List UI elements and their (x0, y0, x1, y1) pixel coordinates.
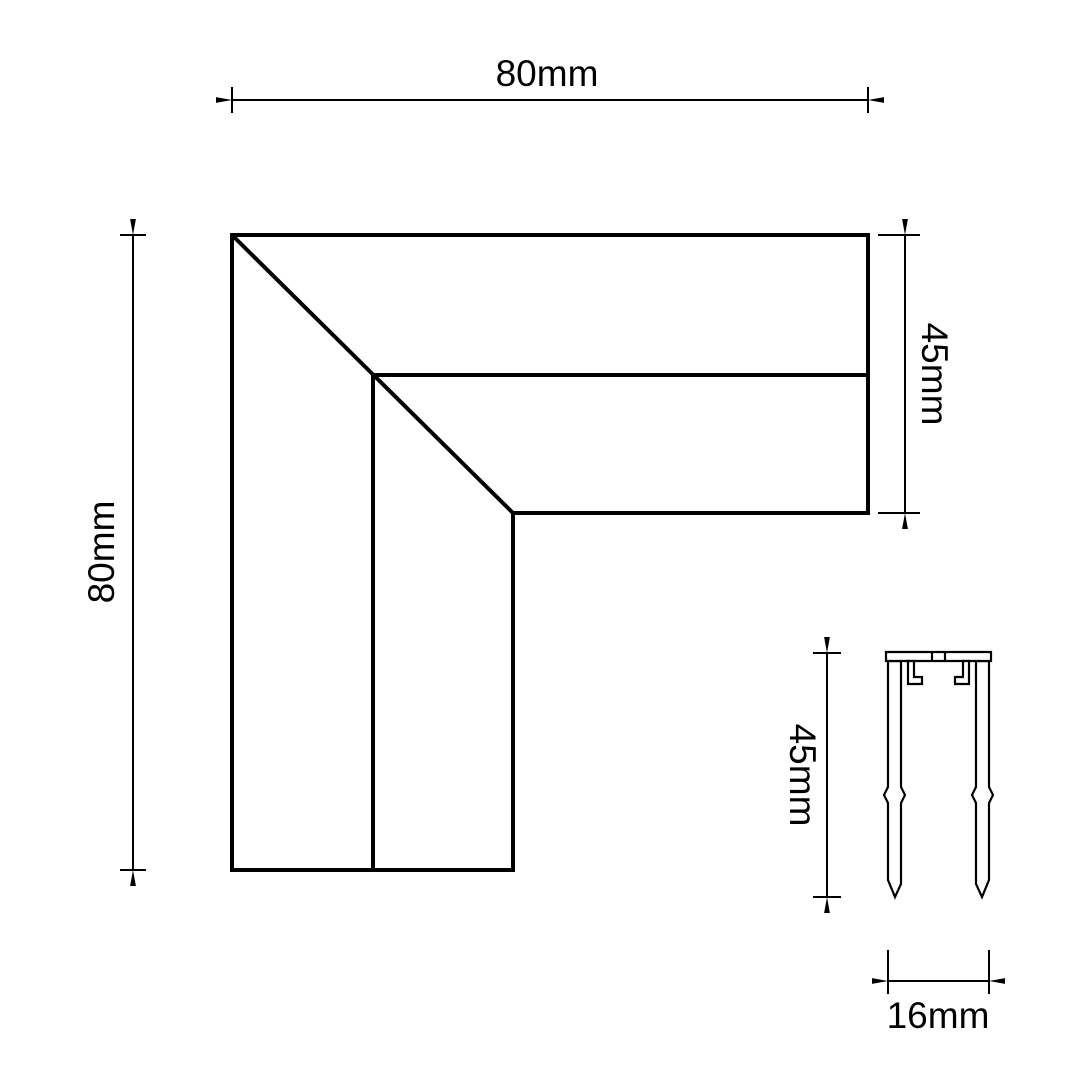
section-left-hook (906, 659, 924, 686)
mitre-joint-line (230, 233, 515, 515)
section-width-dimension: 16mm (872, 950, 1005, 1036)
section-height-dimension: 45mm (782, 637, 841, 913)
top-width-dimension: 80mm (216, 53, 884, 113)
top-dimension-label: 80mm (496, 53, 599, 94)
right-dimension-extension-lines (878, 234, 920, 514)
corner-profile-plan-view (230, 233, 870, 872)
right-depth-dimension: 45mm (878, 219, 955, 529)
section-top-web (884, 650, 993, 663)
channel-groove-lines (371, 373, 868, 870)
left-dimension-label: 80mm (81, 501, 122, 604)
track-cross-section (882, 650, 995, 900)
section-height-label: 45mm (782, 724, 823, 827)
section-left-leg (882, 659, 907, 900)
section-right-hook (953, 659, 971, 686)
section-width-label: 16mm (887, 995, 990, 1036)
section-width-extension-lines (887, 950, 990, 994)
right-dimension-label: 45mm (914, 323, 955, 426)
left-height-dimension: 80mm (81, 219, 146, 886)
section-right-leg (970, 659, 995, 900)
section-top-slot-lines (930, 652, 947, 661)
